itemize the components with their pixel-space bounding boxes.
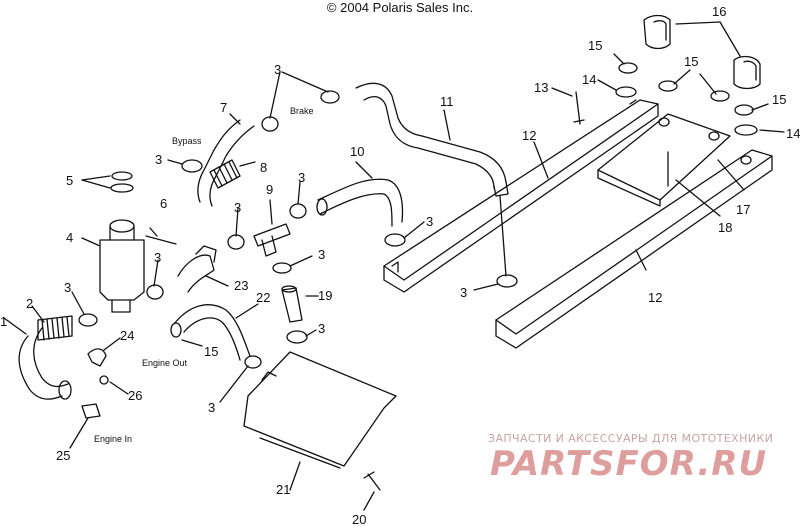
callout-2: 2 xyxy=(26,296,33,311)
callout-12-a: 12 xyxy=(522,128,536,143)
cap-part-5 xyxy=(81,171,134,193)
nut-part-26 xyxy=(99,375,129,395)
callout-3-k: 3 xyxy=(460,285,467,300)
callout-25: 25 xyxy=(56,448,70,463)
clamp-part-25 xyxy=(69,403,101,449)
spring-coil-part-2 xyxy=(31,305,73,341)
callout-12-b: 12 xyxy=(648,290,662,305)
u-hose-part-16 xyxy=(643,14,761,90)
heat-exchanger-part-12-upper xyxy=(383,99,659,293)
leader-lines-part-3 xyxy=(71,71,507,403)
callout-23: 23 xyxy=(234,278,248,293)
callout-14-a: 14 xyxy=(582,72,596,87)
label-engine-out: Engine Out xyxy=(142,358,188,368)
label-brake: Brake xyxy=(290,106,314,116)
callout-3-d: 3 xyxy=(298,170,305,185)
callout-15-a: 15 xyxy=(588,38,602,53)
washer-part-14 xyxy=(597,79,785,136)
callout-14-b: 14 xyxy=(786,126,800,141)
callout-16: 16 xyxy=(712,4,726,19)
bypass-hose-part-7 xyxy=(197,113,256,207)
callout-9: 9 xyxy=(266,182,273,197)
callout-22: 22 xyxy=(256,290,270,305)
callout-13: 13 xyxy=(534,80,548,95)
hose-part-11 xyxy=(355,82,509,197)
mount-plate-part-17 xyxy=(597,113,745,217)
callout-21: 21 xyxy=(276,482,290,497)
hose-part-22 xyxy=(170,303,259,361)
reservoir-part-4 xyxy=(81,219,145,313)
callout-15-b: 15 xyxy=(684,54,698,69)
hose-part-10 xyxy=(316,161,404,227)
copyright-text: © 2004 Polaris Sales Inc. xyxy=(326,0,474,15)
callout-7: 7 xyxy=(220,100,227,115)
tee-fitting-part-9 xyxy=(253,199,291,257)
heat-exchanger-part-12-lower xyxy=(495,149,773,349)
label-engine-in: Engine In xyxy=(94,434,132,444)
watermark-caption: ЗАПЧАСТИ И АКСЕССУАРЫ ДЛЯ МОТОТЕХНИКИ xyxy=(488,432,774,445)
hose-part-1 xyxy=(3,317,72,400)
callout-8: 8 xyxy=(260,160,267,175)
bolt-part-20 xyxy=(363,471,381,511)
callout-3-a: 3 xyxy=(64,280,71,295)
callout-6: 6 xyxy=(160,196,167,211)
callout-1: 1 xyxy=(0,314,7,329)
callout-19: 19 xyxy=(318,288,332,303)
callout-3-i: 3 xyxy=(318,321,325,336)
callout-5: 5 xyxy=(66,173,73,188)
callout-15-d: 15 xyxy=(204,344,218,359)
hose-part-19 xyxy=(281,285,319,323)
callout-3-b: 3 xyxy=(154,250,161,265)
callout-15-c: 15 xyxy=(772,92,786,107)
watermark-logo: PARTSFOR.RU xyxy=(490,444,768,484)
clamp-parts-3 xyxy=(78,90,518,369)
callout-26: 26 xyxy=(128,388,142,403)
hose-part-23 xyxy=(177,245,229,293)
bracket-part-24 xyxy=(87,337,121,367)
callout-3-h: 3 xyxy=(318,247,325,262)
callout-3-j: 3 xyxy=(208,400,215,415)
callout-18: 18 xyxy=(718,220,732,235)
bolt-part-13 xyxy=(551,87,585,125)
pin-part-6 xyxy=(145,227,177,245)
clamp-parts-15 xyxy=(181,53,769,347)
callout-10: 10 xyxy=(350,144,364,159)
callout-24: 24 xyxy=(120,328,134,343)
label-bypass: Bypass xyxy=(172,136,202,146)
shroud-part-21 xyxy=(243,351,397,491)
callout-3-e: 3 xyxy=(155,152,162,167)
callout-3-c: 3 xyxy=(234,200,241,215)
callout-3-f: 3 xyxy=(274,62,281,77)
callout-17: 17 xyxy=(736,202,750,217)
callout-20: 20 xyxy=(352,512,366,527)
callout-11: 11 xyxy=(440,94,454,109)
callout-3-g: 3 xyxy=(426,214,433,229)
callout-4: 4 xyxy=(66,230,73,245)
